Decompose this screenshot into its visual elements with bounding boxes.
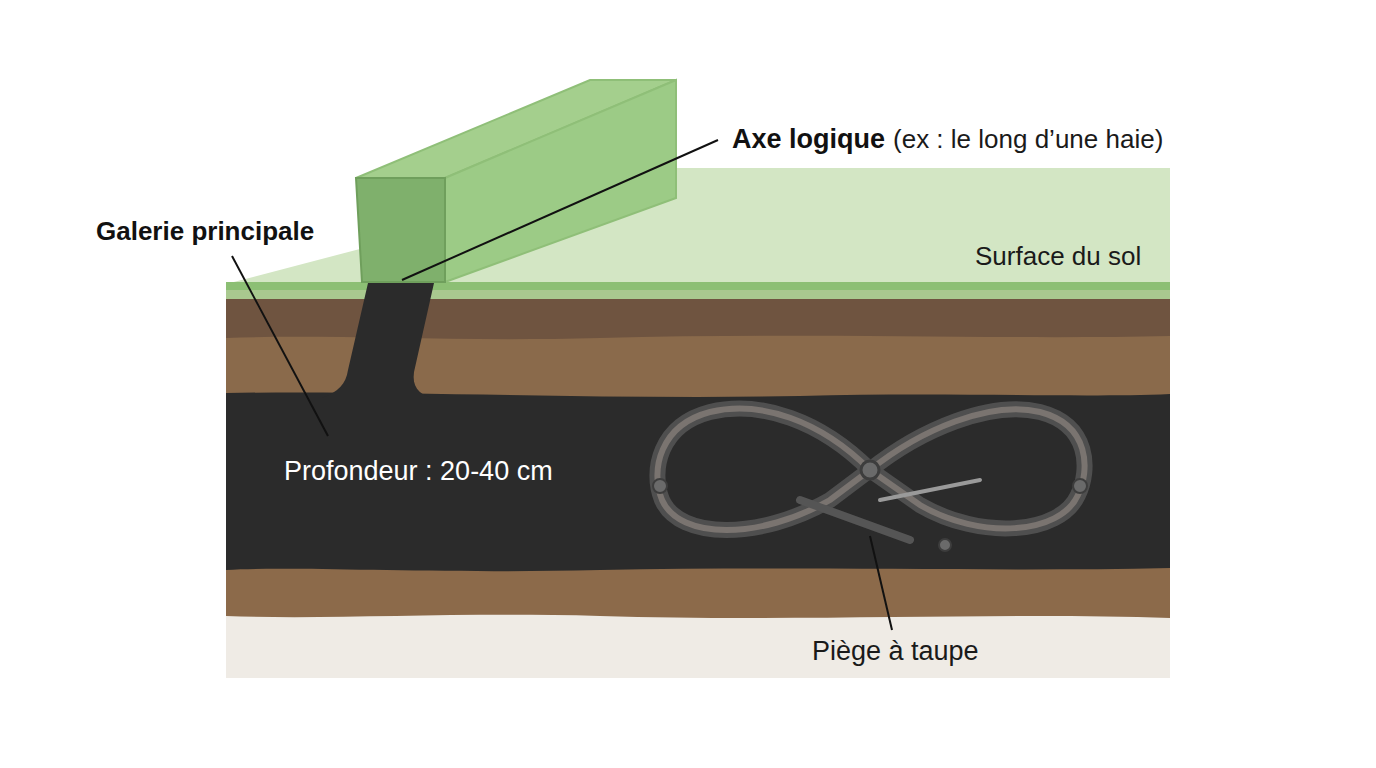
leader-line [870, 536, 892, 630]
ground-surface [226, 168, 1170, 284]
axis-label: Axe logique [732, 124, 885, 155]
gallery-label: Galerie principale [96, 217, 314, 247]
surface-label: Surface du sol [975, 242, 1141, 272]
main-tunnel [226, 392, 1170, 571]
leader-line [402, 140, 718, 280]
subsoil [226, 610, 1170, 678]
leader-line [232, 256, 328, 436]
tunnel-shaft [322, 283, 434, 398]
mole-trap [653, 409, 1087, 551]
axis-note: (ex : le long d’une haie) [893, 125, 1163, 155]
trap-label: Piège à taupe [812, 636, 979, 667]
hedge-side [445, 80, 676, 282]
depth-label: Profondeur : 20-40 cm [284, 456, 553, 487]
